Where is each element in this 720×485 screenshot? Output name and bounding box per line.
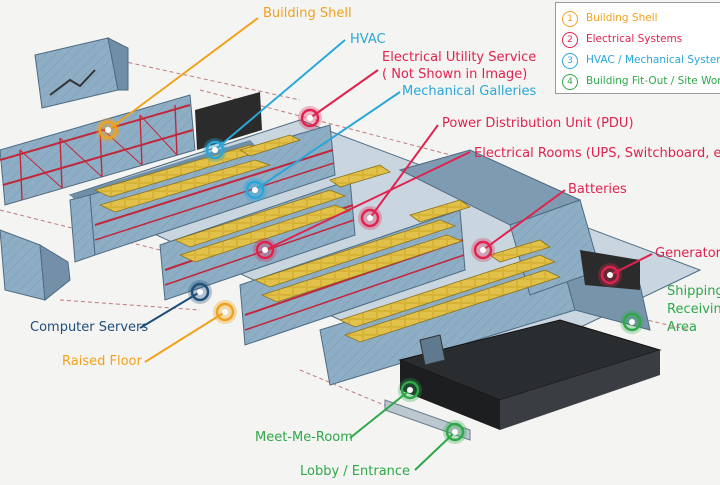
marker-electrical-rooms xyxy=(253,238,277,262)
marker-meet-me-room xyxy=(398,378,422,402)
marker-shipping xyxy=(620,310,644,334)
label-computer-servers: Computer Servers xyxy=(30,320,149,335)
label-meet-me-room: Meet-Me-Room xyxy=(255,430,353,445)
label-shipping-line2: Receiving xyxy=(667,302,720,317)
label-hvac: HVAC xyxy=(350,32,386,47)
marker-pdu xyxy=(358,206,382,230)
leader-lines xyxy=(107,17,653,471)
label-pdu: Power Distribution Unit (PDU) xyxy=(442,116,634,131)
label-batteries: Batteries xyxy=(568,182,627,197)
marker-hvac xyxy=(203,138,227,162)
marker-electrical-utility xyxy=(298,106,322,130)
marker-raised-floor xyxy=(213,300,237,324)
label-lobby: Lobby / Entrance xyxy=(300,464,411,479)
marker-building-shell xyxy=(96,118,120,142)
legend-number-4: 4 xyxy=(562,74,578,90)
label-building-shell: Building Shell xyxy=(263,6,352,21)
detached-wall-top xyxy=(34,37,129,109)
label-shipping-line3: Area xyxy=(667,320,697,335)
label-shipping-line1: Shipping / xyxy=(667,284,720,299)
legend: 1 Building Shell 2 Electrical Systems 3 … xyxy=(555,2,720,94)
label-electrical-rooms: Electrical Rooms (UPS, Switchboard, etc.… xyxy=(474,146,720,161)
marker-computer-servers xyxy=(188,280,212,304)
legend-label: Building Fit-Out / Site Work xyxy=(586,75,720,87)
marker-mechanical-galleries xyxy=(243,178,267,202)
detached-wall-bottom xyxy=(0,229,71,301)
legend-number-3: 3 xyxy=(562,53,578,69)
server-rack-rows xyxy=(93,134,562,343)
legend-label: Building Shell xyxy=(586,12,658,24)
label-mechanical-galleries: Mechanical Galleries xyxy=(402,84,537,99)
legend-number-2: 2 xyxy=(562,32,578,48)
marker-batteries xyxy=(471,238,495,262)
main-building xyxy=(68,119,702,441)
label-electrical-utility-line2: ( Not Shown in Image) xyxy=(382,67,528,82)
shell-side-wall xyxy=(0,92,262,206)
marker-lobby xyxy=(443,420,467,444)
label-raised-floor: Raised Floor xyxy=(62,354,142,369)
legend-label: HVAC / Mechanical Systems xyxy=(586,54,720,66)
legend-number-1: 1 xyxy=(562,11,578,27)
marker-generators xyxy=(598,263,622,287)
label-electrical-utility-line1: Electrical Utility Service xyxy=(382,50,537,65)
legend-label: Electrical Systems xyxy=(586,33,683,45)
label-generators: Generators xyxy=(655,246,720,261)
